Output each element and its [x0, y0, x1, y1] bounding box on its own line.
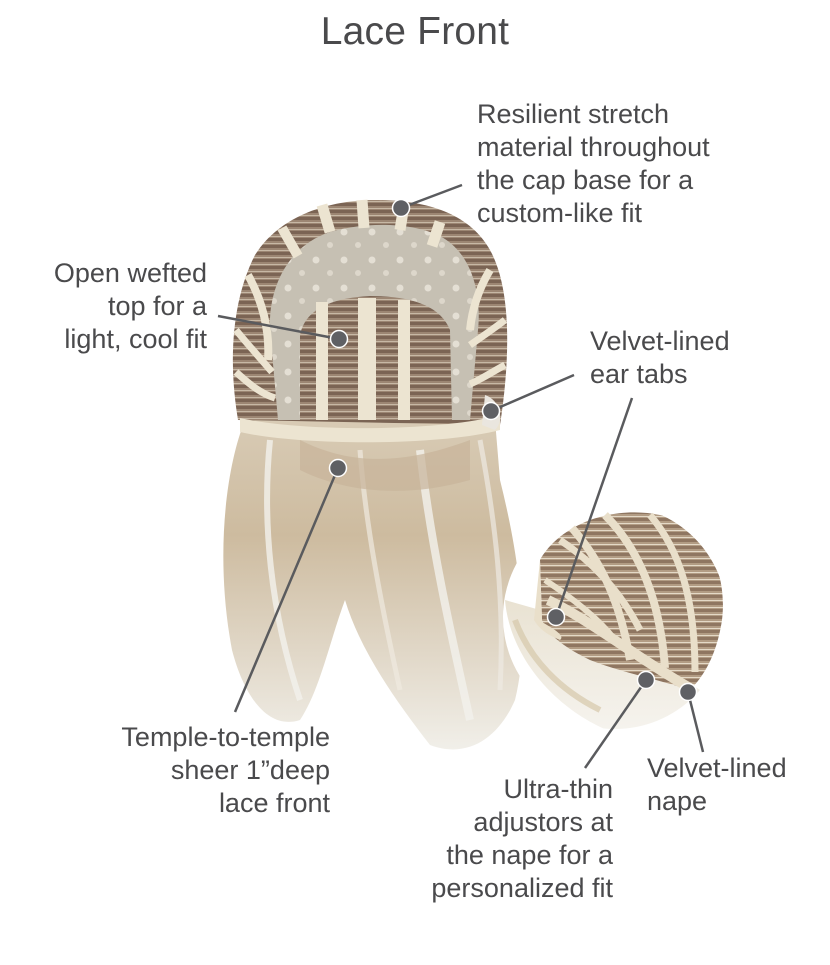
callout-line: Resilient stretch — [477, 99, 670, 129]
callout-velvet-nape: Velvet-lined nape — [647, 752, 787, 818]
callout-line: top for a — [107, 291, 207, 321]
callout-ear-tabs-pointer — [481, 373, 575, 421]
callout-line: ear tabs — [590, 359, 688, 389]
callout-line: light, cool fit — [64, 324, 207, 354]
callout-open-wefted-top: Open wefted top for a light, cool fit — [54, 257, 207, 356]
diagram-title: Lace Front — [320, 10, 510, 53]
callout-lace-front-pointer — [233, 458, 348, 713]
callout-nape-pointer — [678, 682, 705, 753]
main-wig-cap — [232, 199, 508, 443]
callout-velvet-ear-tabs: Velvet-lined ear tabs — [590, 325, 730, 391]
callout-line: Ultra-thin — [503, 774, 613, 804]
callout-line: Velvet-lined — [590, 326, 730, 356]
callout-line: lace front — [218, 788, 330, 818]
callout-line: custom-like fit — [477, 198, 643, 228]
callout-line: Velvet-lined — [647, 753, 787, 783]
callout-line: adjustors at — [473, 807, 613, 837]
callout-ultra-thin-adjustors: Ultra-thin adjustors at the nape for a p… — [431, 773, 613, 905]
callout-ear-tabs-inset-pointer — [546, 397, 634, 627]
callout-line: sheer 1”deep — [170, 755, 330, 785]
inset-wig — [503, 505, 727, 729]
callout-line: the nape for a — [446, 840, 613, 870]
callout-line: the cap base for a — [477, 165, 694, 195]
callout-line: nape — [647, 786, 708, 816]
callout-line: material throughout — [477, 132, 710, 162]
callout-line: personalized fit — [431, 873, 613, 903]
callout-resilient-stretch: Resilient stretch material throughout th… — [477, 98, 710, 230]
callout-line: Open wefted — [53, 258, 207, 288]
callout-lace-front: Temple-to-temple sheer 1”deep lace front — [121, 721, 330, 820]
callout-adjustors-pointer — [583, 670, 656, 769]
main-wig-hair — [223, 420, 523, 750]
callout-resilient-stretch-pointer — [391, 183, 463, 218]
callout-open-wefted-pointer — [217, 314, 349, 349]
callout-line: Temple-to-temple — [121, 722, 330, 752]
